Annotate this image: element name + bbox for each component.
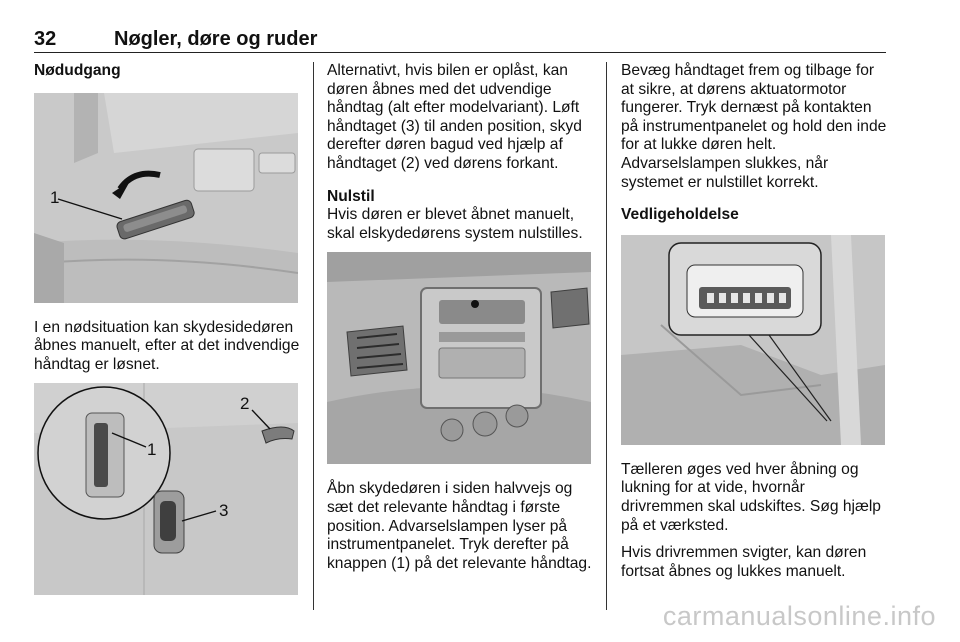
watermark: carmanualsonline.info xyxy=(662,601,936,631)
section-heading-emergency-exit: Nødudgang xyxy=(34,62,121,79)
figure-sliding-door-handles: 2 1 3 xyxy=(34,383,298,596)
chapter-title: Nøgler, døre og ruder xyxy=(114,28,318,50)
door-handle-illustration: 1 xyxy=(34,92,298,303)
section-heading-maintenance: Vedligeholdelse xyxy=(621,206,739,224)
col2-paragraph-2: Hvis døren er blevet åbnet manuelt, skal… xyxy=(327,206,583,242)
col3-paragraph-2: Tælleren øges ved hver åbning og lukning… xyxy=(621,460,881,534)
col2-paragraph-3: Åbn skydedøren i siden halvvejs og sæt d… xyxy=(327,480,592,572)
column-divider-2 xyxy=(606,62,607,610)
col3-paragraph-3: Hvis drivremmen svigter, kan døren forts… xyxy=(621,544,867,580)
instrument-panel-illustration xyxy=(327,252,591,465)
page-number: 32 xyxy=(34,28,57,50)
fig2-callout-1: 1 xyxy=(147,440,156,459)
col2-paragraph-1: Alternativt, hvis bilen er oplåst, kan d… xyxy=(327,62,582,172)
figure-door-release-handle: 1 xyxy=(34,92,298,303)
page-header: 32 Nøgler, døre og ruder xyxy=(34,28,886,52)
fig2-callout-2: 2 xyxy=(240,394,249,413)
counter-illustration xyxy=(621,234,885,445)
column-1: Nødudgang 1 I en nødsituation kan skydes… xyxy=(34,62,300,596)
figure-counter xyxy=(621,234,885,445)
subheading-reset: Nulstil xyxy=(327,187,375,205)
column-divider-1 xyxy=(313,62,314,610)
col3-paragraph-1: Bevæg håndtaget frem og tilbage for at s… xyxy=(621,62,887,191)
figure-instrument-panel xyxy=(327,252,591,465)
header-rule xyxy=(34,52,886,53)
sliding-door-handles-illustration: 2 1 3 xyxy=(34,383,298,596)
fig1-callout-1: 1 xyxy=(50,188,59,207)
col1-paragraph-1: I en nødsituation kan skydesidedøren åbn… xyxy=(34,318,300,373)
column-3: Bevæg håndtaget frem og tilbage for at s… xyxy=(621,62,887,590)
column-2: Alternativt, hvis bilen er oplåst, kan d… xyxy=(327,62,593,582)
fig2-callout-3: 3 xyxy=(219,501,228,520)
